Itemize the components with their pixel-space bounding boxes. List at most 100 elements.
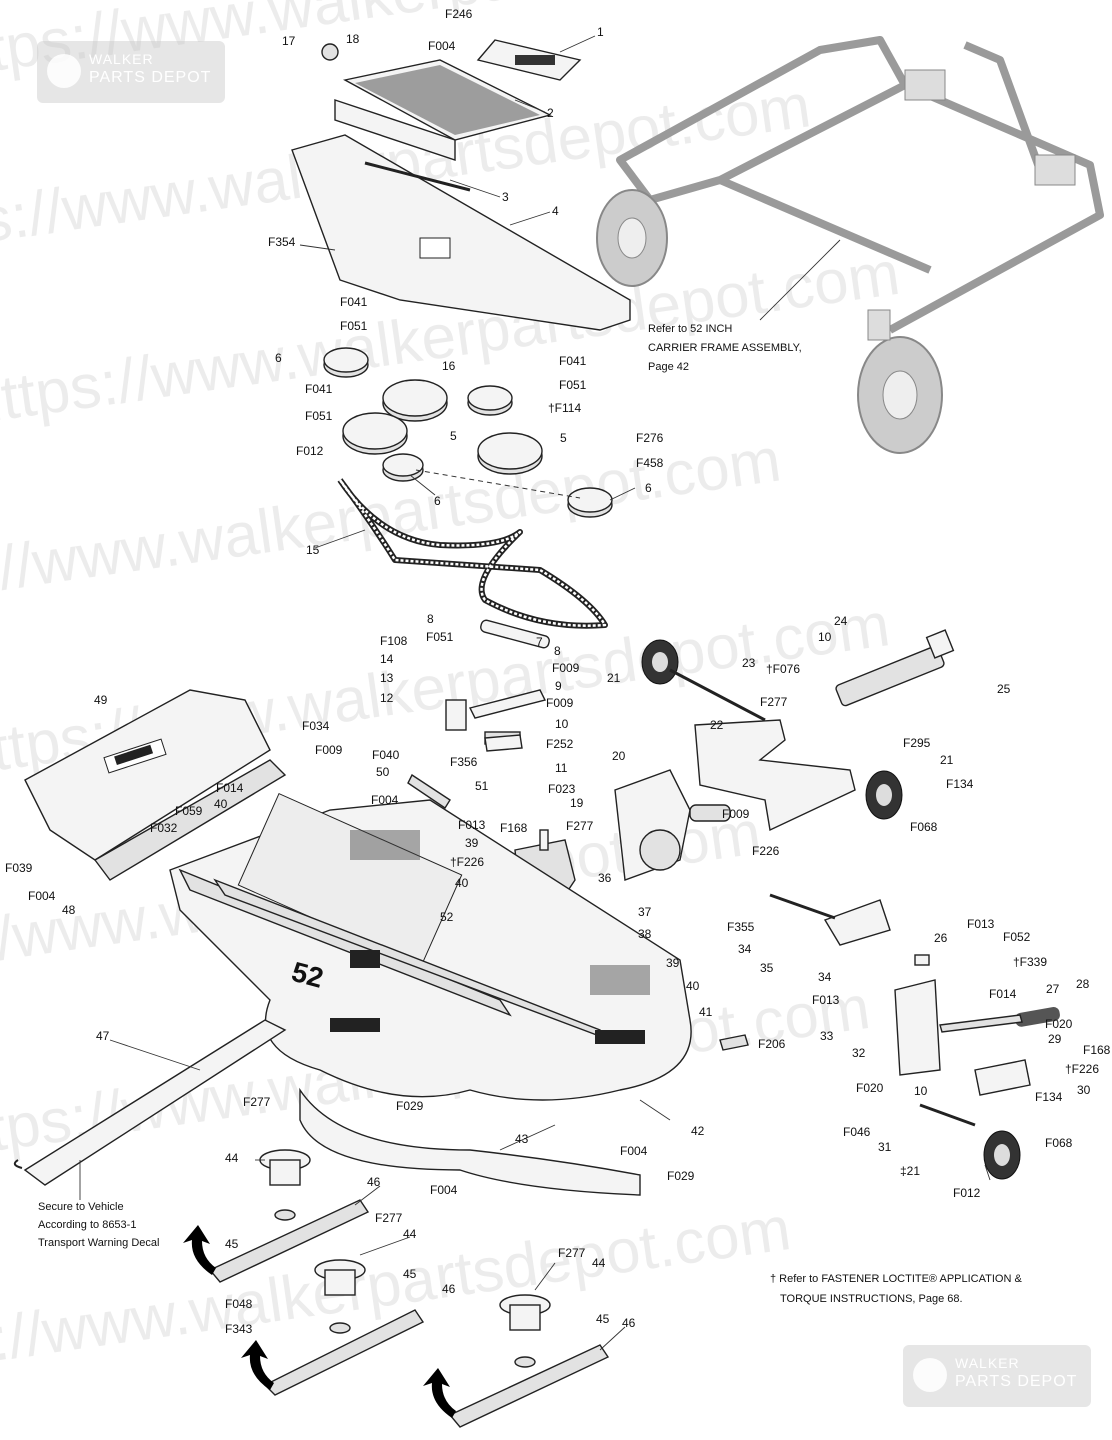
callout: 40 [686, 979, 700, 993]
callout: †F339 [1013, 955, 1047, 969]
callout: †F076 [766, 662, 800, 676]
callout: 15 [306, 543, 320, 557]
note-secure-vehicle: Secure to Vehicle According to 8653-1 Tr… [38, 1201, 159, 1249]
callout: 5 [560, 431, 567, 445]
callout: 47 [96, 1029, 110, 1043]
callout: F012 [953, 1186, 981, 1200]
callout: 25 [997, 682, 1011, 696]
callout: 17 [282, 34, 296, 48]
callout: 42 [691, 1124, 705, 1138]
callout: F354 [268, 235, 296, 249]
callout: 38 [638, 927, 652, 941]
callouts: F246 1 F004 2 17 18 3 4 F354 F041 F051 6… [5, 7, 1111, 1336]
callout: 8 [554, 644, 561, 658]
svg-text:TORQUE INSTRUCTIONS, Page 68.: TORQUE INSTRUCTIONS, Page 68. [780, 1293, 963, 1305]
callout: 39 [465, 836, 479, 850]
badge-subbrand: PARTS DEPOT [89, 69, 212, 86]
callout: 21 [607, 671, 621, 685]
callout: F020 [856, 1081, 884, 1095]
callout: 32 [852, 1046, 866, 1060]
rotation-arrows [183, 1225, 456, 1418]
callout: 3 [502, 190, 509, 204]
callout: F277 [243, 1095, 271, 1109]
callout: 5 [450, 429, 457, 443]
walker-logo-icon [47, 54, 81, 88]
callout: 20 [612, 749, 626, 763]
deck-wheel-right [865, 770, 903, 820]
callout: F004 [371, 793, 399, 807]
callout: 34 [818, 970, 832, 984]
leader-lines [79, 35, 991, 1351]
callout: 34 [738, 942, 752, 956]
blade-left [208, 1199, 370, 1283]
callout: F041 [559, 354, 587, 368]
callout: 48 [62, 903, 76, 917]
svg-text:Secure to Vehicle: Secure to Vehicle [38, 1201, 124, 1213]
callout: F009 [546, 696, 574, 710]
callout: 31 [878, 1140, 892, 1154]
callout: F252 [546, 737, 574, 751]
callout: F048 [225, 1297, 253, 1311]
callout: F277 [566, 819, 594, 833]
callout: 10 [914, 1084, 928, 1098]
callout: †F226 [450, 855, 484, 869]
callout: 27 [1046, 982, 1060, 996]
callout: F168 [1083, 1043, 1111, 1057]
callout: F041 [305, 382, 333, 396]
callout: 29 [1048, 1032, 1062, 1046]
callout: F051 [305, 409, 333, 423]
callout: F458 [636, 456, 664, 470]
callout: 22 [710, 718, 724, 732]
callout: 2 [547, 106, 554, 120]
callout: 44 [225, 1151, 239, 1165]
callout: 16 [442, 359, 456, 373]
callout: F020 [1045, 1017, 1073, 1031]
callout: 37 [638, 905, 652, 919]
svg-text:Page 42: Page 42 [648, 361, 689, 373]
watermark-badge: WALKER PARTS DEPOT [903, 1345, 1091, 1407]
callout: 36 [598, 871, 612, 885]
callout: 8 [427, 612, 434, 626]
blade-center [263, 1309, 425, 1396]
callout: F051 [559, 378, 587, 392]
callout: F014 [216, 781, 244, 795]
transport-strap [13, 1019, 287, 1186]
callout: F041 [340, 295, 368, 309]
badge-brand: WALKER [89, 51, 154, 67]
callout: F032 [150, 821, 178, 835]
svg-text:Transport Warning Decal: Transport Warning Decal [38, 1237, 159, 1249]
callout: F046 [843, 1125, 871, 1139]
callout: F356 [450, 755, 478, 769]
callout: 4 [552, 204, 559, 218]
callout: 33 [820, 1029, 834, 1043]
callout: ‡21 [900, 1164, 920, 1178]
callout: 6 [275, 351, 282, 365]
drive-shaft [835, 629, 955, 707]
svg-text:Refer to 52 INCH: Refer to 52 INCH [648, 323, 732, 335]
callout: F013 [812, 993, 840, 1007]
small-hardware [407, 734, 930, 1051]
callout: 41 [699, 1005, 713, 1019]
callout: F206 [758, 1037, 786, 1051]
callout: 40 [455, 876, 469, 890]
callout: F014 [989, 987, 1017, 1001]
callout: 52 [440, 910, 454, 924]
mower-deck: 52 [169, 792, 692, 1196]
spindle-center [314, 1259, 366, 1334]
callout: F355 [727, 920, 755, 934]
top-cover-assembly [291, 39, 631, 331]
engine-mount [614, 769, 731, 881]
callout: F051 [426, 630, 454, 644]
callout: 12 [380, 691, 394, 705]
callout: F134 [1035, 1090, 1063, 1104]
callout: 46 [367, 1175, 381, 1189]
callout: F012 [296, 444, 324, 458]
pulleys [323, 347, 613, 518]
callout: †F114 [548, 401, 581, 415]
badge-subbrand: PARTS DEPOT [955, 1373, 1078, 1390]
badge-brand: WALKER [955, 1355, 1020, 1371]
callout: F034 [302, 719, 330, 733]
carrier-frame [596, 36, 1104, 454]
callout: 1 [597, 25, 604, 39]
